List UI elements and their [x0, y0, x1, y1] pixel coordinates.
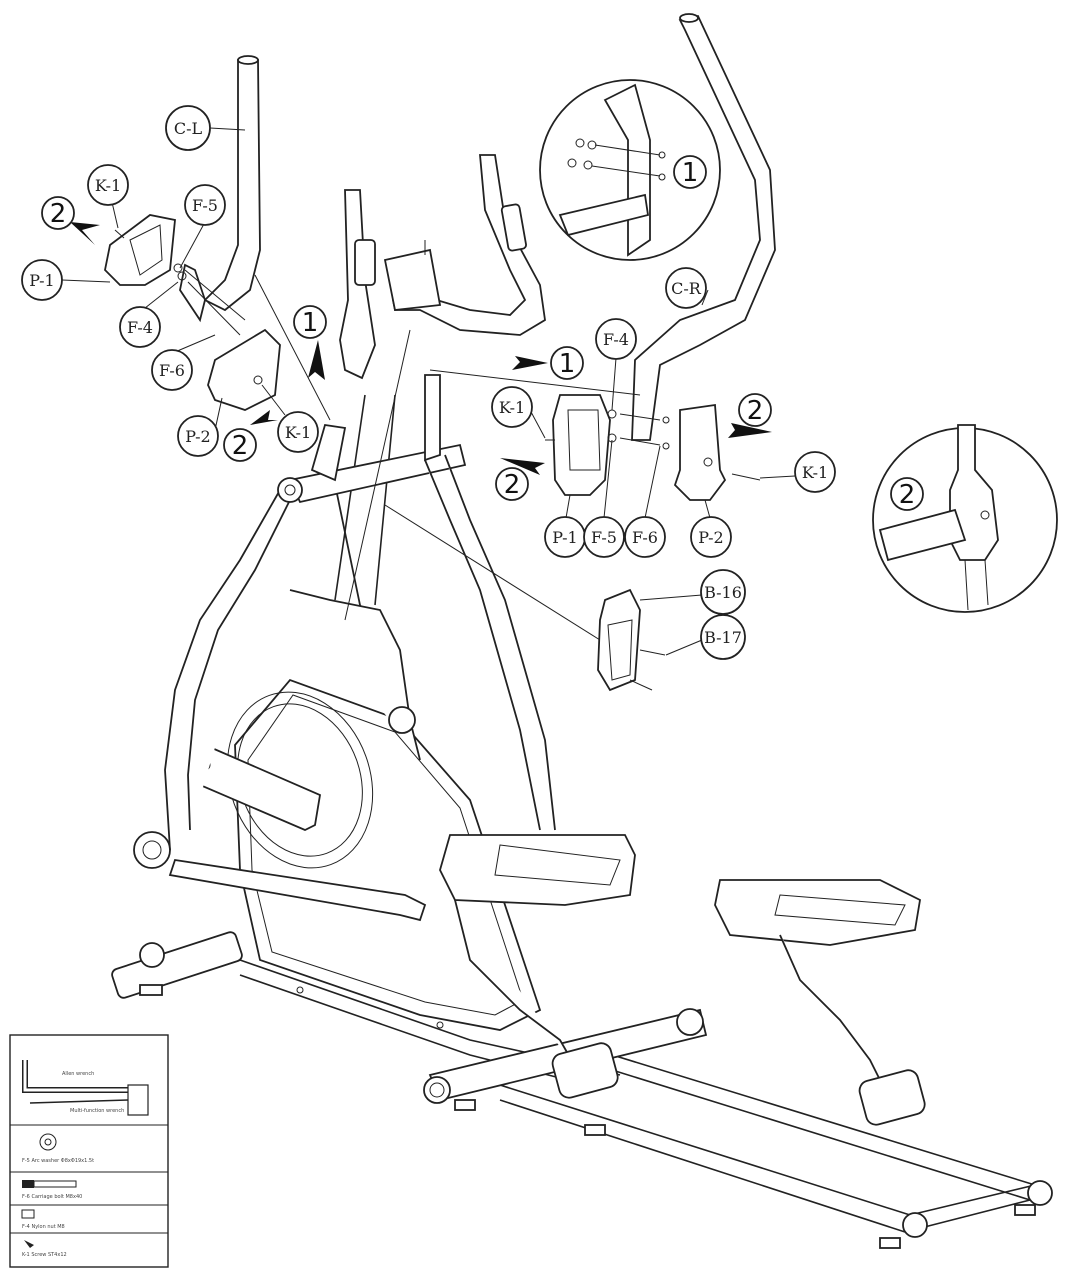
part-callouts: C-L K-1 F-5 P-1 F-4 F-6 P-2 K-1 C-R F-4 …	[21, 105, 836, 660]
callout-b17-label: B-17	[704, 628, 742, 647]
nut-icon	[21, 1209, 35, 1219]
callout-f5-left-label: F-5	[192, 196, 218, 215]
callout-p2-left-label: P-2	[185, 427, 210, 446]
callout-k1-left-label: K-1	[285, 423, 311, 442]
step-2-right: 2	[747, 396, 764, 426]
callout-f6-right	[624, 516, 666, 558]
flywheel-housing	[226, 678, 542, 1031]
main-frame	[239, 959, 1053, 1249]
step-1-zoom: 1	[682, 158, 699, 188]
step-1-left: 1	[302, 308, 319, 338]
step-markers: 2 1 2 1 2 2 1 2	[41, 155, 924, 511]
callout-f4-right-label: F-4	[603, 330, 629, 349]
callout-f4-left-label: F-4	[127, 318, 153, 337]
assembly-leader-lines	[254, 274, 641, 641]
center-handlebar	[339, 154, 546, 380]
callout-p1-right-label: P-1	[552, 528, 577, 547]
callout-k1-far-right	[794, 451, 836, 493]
bolt-label: F-6 Carriage bolt M8x40	[22, 1194, 82, 1200]
callout-f5-right-label: F-5	[591, 528, 617, 547]
callout-k1-top-left	[87, 164, 129, 206]
callout-k1-right-label: K-1	[499, 398, 525, 417]
hardware-legend: Allen wrench Multi-function wrench F-5 A…	[9, 1034, 169, 1268]
right-lower-handle-arm	[424, 374, 556, 831]
left-cover-parts	[104, 214, 281, 411]
nut-label: F-4 Nylon nut M8	[22, 1224, 65, 1230]
left-pedal-arm	[133, 831, 636, 1099]
detail-zoom-2	[872, 424, 1058, 613]
callout-f6-right-label: F-6	[632, 528, 658, 547]
arrow-icon	[512, 356, 548, 370]
allen-wrench-icon	[22, 1060, 140, 1093]
callout-p1-left	[21, 259, 63, 301]
step-1-center: 1	[559, 349, 576, 379]
left-lower-handle-arm	[164, 423, 467, 851]
callout-k1-left	[277, 411, 319, 453]
step-2-lower-left: 2	[232, 431, 249, 461]
callout-p2-right-label: P-2	[698, 528, 723, 547]
callout-p2-left	[177, 415, 219, 457]
step-2-center: 2	[504, 470, 521, 500]
bottle-holder	[597, 588, 666, 692]
detail-zoom-1	[539, 79, 721, 261]
callout-f4-right	[595, 318, 637, 360]
bolt-icon	[22, 1180, 77, 1188]
console-mast	[289, 394, 421, 761]
callout-f5-right	[583, 516, 625, 558]
callout-k1-far-right-label: K-1	[802, 463, 828, 482]
right-pedal-arm	[714, 879, 926, 1126]
rear-stabilizer	[111, 931, 243, 999]
allen-wrench-label: Allen wrench	[62, 1071, 94, 1077]
callout-b17	[700, 614, 746, 660]
left-upper-handle	[179, 55, 261, 323]
arrow-icon	[308, 340, 325, 380]
arrow-icon	[70, 222, 100, 245]
step-2-top-left: 2	[50, 199, 67, 229]
callout-c-l	[165, 105, 211, 151]
arrow-icon	[250, 410, 278, 425]
callout-c-l-label: C-L	[174, 119, 203, 138]
multi-wrench-label: Multi-function wrench	[70, 1108, 124, 1114]
washer-label: F-5 Arc washer Φ8xΦ19x1.5t	[22, 1158, 94, 1164]
callout-b16	[700, 569, 746, 615]
arrow-icon	[500, 458, 545, 475]
callout-c-r	[665, 267, 707, 309]
callout-f4-left	[119, 306, 161, 348]
callout-k1-right	[491, 386, 533, 428]
callout-f6-left-label: F-6	[159, 361, 185, 380]
direction-arrows	[70, 222, 772, 475]
callout-p2-right	[690, 516, 732, 558]
callout-k1-top-left-label: K-1	[95, 176, 121, 195]
washer-icon	[39, 1133, 57, 1151]
elliptical-trainer-drawing	[111, 13, 1053, 1249]
multi-wrench-icon	[29, 1084, 149, 1116]
step-2-zoom: 2	[899, 480, 916, 510]
callout-f5-left	[184, 184, 226, 226]
callout-f6-left	[151, 349, 193, 391]
callout-c-r-label: C-R	[671, 279, 702, 298]
right-cover-parts	[545, 394, 761, 501]
callout-p1-left-label: P-1	[29, 271, 54, 290]
screw-icon	[24, 1240, 34, 1248]
screw-label: K-1 Screw ST4x12	[22, 1252, 67, 1258]
right-upper-handle	[631, 13, 776, 441]
callout-b16-label: B-16	[704, 583, 742, 602]
arrow-icon	[728, 423, 772, 438]
